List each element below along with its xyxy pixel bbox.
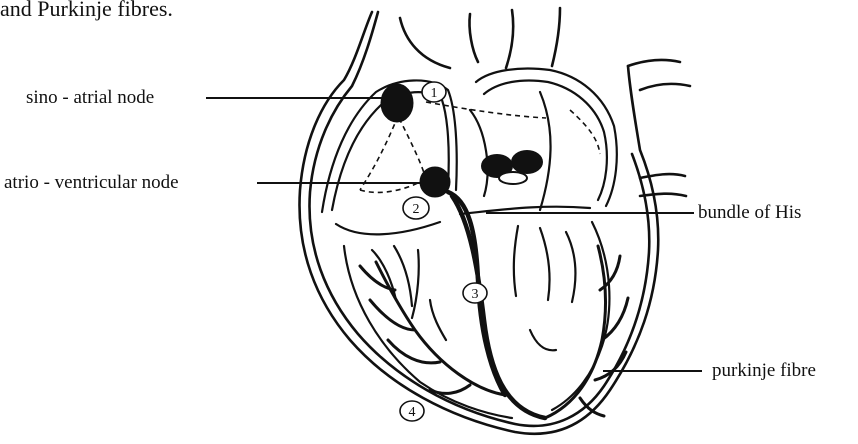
heart-valves	[481, 150, 543, 184]
label-bundle-of-his: bundle of His	[698, 203, 801, 222]
conduction-system	[360, 84, 628, 418]
sa-node	[381, 84, 413, 122]
step-number-1: 1	[431, 86, 438, 101]
label-sa-node: sino - atrial node	[26, 88, 154, 107]
label-purkinje-fibre: purkinje fibre	[712, 361, 816, 380]
label-av-node: atrio - ventricular node	[4, 173, 179, 192]
purkinje-branches-right	[545, 246, 628, 418]
step-number-4: 4	[409, 405, 416, 420]
step-number-2: 2	[413, 202, 420, 217]
av-node	[420, 167, 450, 197]
leader-lines	[206, 98, 702, 371]
step-number-3: 3	[472, 287, 479, 302]
